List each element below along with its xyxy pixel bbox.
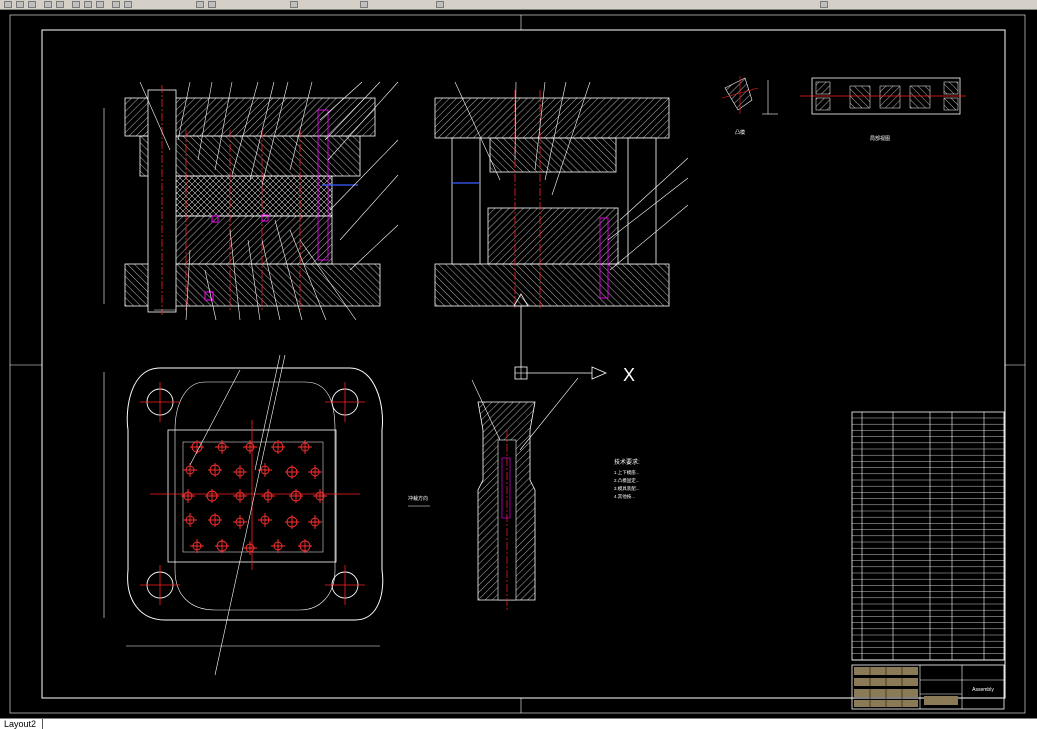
- notes-title: 技术要求:: [614, 458, 640, 466]
- hole-centerline: [285, 465, 299, 479]
- redo-icon[interactable]: [124, 1, 132, 8]
- hole-centerline: [205, 489, 219, 503]
- side-section-view: [434, 81, 689, 310]
- hole-centerline: [233, 515, 247, 529]
- hole-centerline: [271, 440, 285, 454]
- undo-icon[interactable]: [112, 1, 120, 8]
- main-section-view: [103, 81, 399, 321]
- save-icon[interactable]: [28, 1, 36, 8]
- pan-icon[interactable]: [196, 1, 204, 8]
- hole-centerline: [271, 539, 285, 553]
- title-block-name: Assembly: [972, 687, 994, 693]
- hole-centerline: [208, 463, 222, 477]
- preview-icon[interactable]: [56, 1, 64, 8]
- detail-title: 局部视图: [870, 135, 890, 142]
- hole-centerline: [308, 515, 322, 529]
- hole-centerline: [261, 489, 275, 503]
- paste-icon[interactable]: [96, 1, 104, 8]
- view-direction-label: 冲裁方向: [408, 495, 428, 502]
- hole-centerline: [190, 539, 204, 553]
- layer-icon[interactable]: [436, 1, 444, 8]
- help-icon[interactable]: [820, 1, 828, 8]
- hole-centerline: [258, 513, 272, 527]
- hole-centerline: [243, 541, 257, 555]
- hole-centerline: [215, 539, 229, 553]
- properties-icon[interactable]: [290, 1, 298, 8]
- hole-centerline: [243, 440, 257, 454]
- notes-line-3: 3.模具装配...: [614, 485, 640, 492]
- print-icon[interactable]: [44, 1, 52, 8]
- layout-tab-bar: Layout2: [0, 718, 1037, 729]
- hole-centerline: [298, 440, 312, 454]
- hole-centerline: [313, 489, 327, 503]
- match-icon[interactable]: [360, 1, 368, 8]
- hole-centerline: [233, 489, 247, 503]
- copy-icon[interactable]: [84, 1, 92, 8]
- drawing-border: [9, 14, 1026, 714]
- ucs-icon: X: [514, 306, 635, 385]
- title-block: Assembly: [851, 659, 1005, 710]
- notes-line-1: 1.上下模座...: [614, 469, 640, 476]
- hole-centerline: [258, 463, 272, 477]
- punch-part-view: [471, 377, 579, 610]
- detail-label: 凸模: [735, 129, 745, 136]
- ucs-x-label: X: [623, 365, 635, 385]
- hole-centerline: [183, 513, 197, 527]
- new-icon[interactable]: [4, 1, 12, 8]
- hole-centerline: [308, 465, 322, 479]
- hole-centerline: [233, 465, 247, 479]
- hole-centerline: [183, 463, 197, 477]
- layout-tab[interactable]: Layout2: [2, 719, 44, 729]
- notes-line-4: 4.其他按...: [614, 493, 635, 500]
- hole-centerline: [289, 489, 303, 503]
- open-icon[interactable]: [16, 1, 24, 8]
- parts-list-table: [851, 411, 1005, 661]
- technical-notes: 技术要求: 1.上下模座... 2.凸模固定... 3.模具装配... 4.其他…: [614, 458, 640, 500]
- hole-centerline: [215, 440, 229, 454]
- drawing-canvas[interactable]: 凸模 局部视图: [0, 10, 1037, 718]
- hole-centerline: [298, 539, 312, 553]
- standard-toolbar: [0, 0, 1037, 10]
- hole-centerline: [208, 513, 222, 527]
- cut-icon[interactable]: [72, 1, 80, 8]
- plan-view: 冲裁方向: [103, 354, 430, 676]
- hole-centerline: [285, 515, 299, 529]
- detail-views: 凸模 局部视图: [721, 76, 966, 142]
- hole-centerline: [181, 489, 195, 503]
- notes-line-2: 2.凸模固定...: [614, 477, 640, 484]
- zoom-icon[interactable]: [208, 1, 216, 8]
